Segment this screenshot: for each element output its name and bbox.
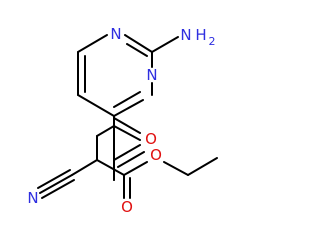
bond-ketone-double-b xyxy=(113,117,141,134)
bond-ring-7-inner xyxy=(113,91,141,108)
bond-ester-o-to-ch2 xyxy=(163,161,189,176)
atom-n-ring-mid: N xyxy=(146,66,157,84)
bond-amine xyxy=(151,36,179,53)
bond-ketone-double-a xyxy=(113,125,141,141)
atom-amine-n: N xyxy=(180,26,191,44)
atom-amine-h: H xyxy=(195,26,206,44)
bond-ring-3 xyxy=(124,34,153,53)
bond-ester-c-to-o-single xyxy=(123,161,148,176)
bond-ring-3-inner xyxy=(126,43,148,57)
bond-c-ketone-to-methylene xyxy=(96,125,115,137)
bond-ring-7 xyxy=(113,99,144,117)
pyrimidine-ring xyxy=(77,34,153,117)
bond-nitrile-triple-2 xyxy=(37,169,71,189)
bond-nitrile-triple-1 xyxy=(39,174,73,194)
atom-ester-o-double: O xyxy=(121,198,133,216)
atom-ester-o-single: O xyxy=(150,146,162,164)
atom-amine-subscript: 2 xyxy=(209,35,216,48)
atom-ketone-o: O xyxy=(145,130,157,148)
molecule-structure: N N N H 2 O O O N xyxy=(27,25,218,216)
bond-ketone-b xyxy=(117,151,145,168)
atom-n-ring-top: N xyxy=(110,25,121,43)
bond-alpha-to-nitrile-c xyxy=(71,159,98,176)
bond-ring-2 xyxy=(77,34,108,53)
bond-ethyl xyxy=(187,157,218,176)
bond-ring-6 xyxy=(77,94,115,117)
bond-alpha-to-ester-c xyxy=(96,159,125,176)
bond-ketone-a xyxy=(113,144,141,161)
atom-nitrile-n: N xyxy=(27,189,38,207)
bond-nitrile-triple-3 xyxy=(41,179,75,199)
